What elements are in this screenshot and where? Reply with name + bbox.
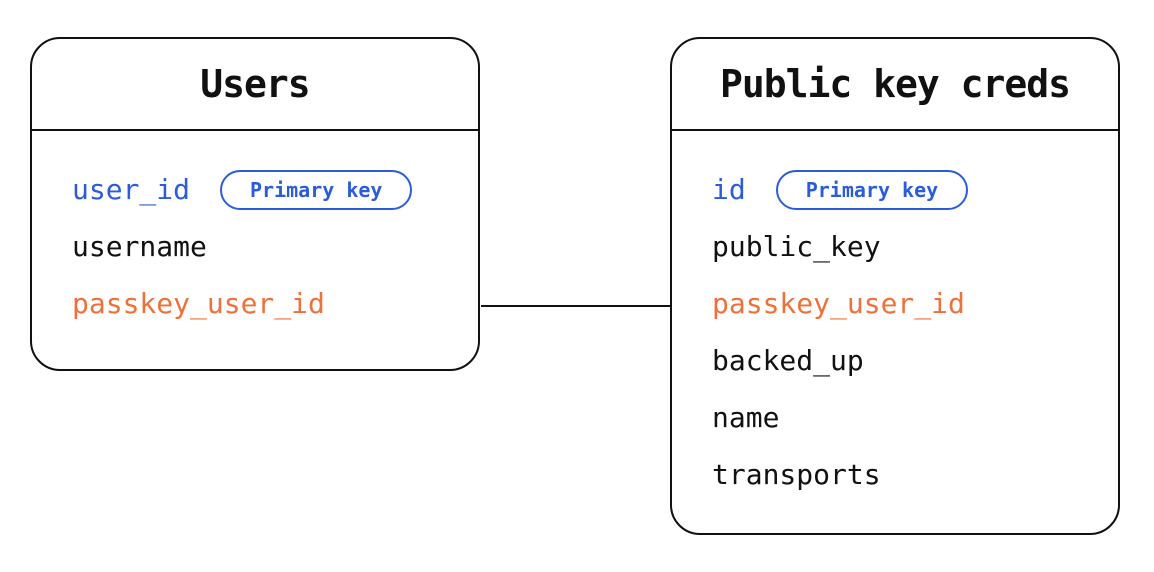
primary-key-badge: Primary key xyxy=(775,169,969,210)
table-row: id Primary key xyxy=(712,161,1118,218)
field-passkey-user-id: passkey_user_id xyxy=(72,287,325,320)
table-row: public_key xyxy=(712,218,1118,275)
field-name: name xyxy=(712,401,780,434)
table-header-users: Users xyxy=(32,39,478,131)
field-username: username xyxy=(72,230,207,263)
table-row: name xyxy=(712,389,1118,446)
table-row: user_id Primary key xyxy=(72,161,478,218)
table-header-public-key-creds: Public key creds xyxy=(672,39,1118,131)
relationship-line xyxy=(481,305,671,307)
table-node-users: Users user_id Primary key username passk… xyxy=(30,37,480,371)
table-fields-users: user_id Primary key username passkey_use… xyxy=(32,131,478,332)
primary-key-badge: Primary key xyxy=(220,169,413,210)
field-transports: transports xyxy=(712,458,881,491)
table-row: backed_up xyxy=(712,332,1118,389)
table-row: passkey_user_id xyxy=(712,275,1118,332)
table-row: passkey_user_id xyxy=(72,275,478,332)
field-id: id xyxy=(712,173,746,206)
table-title-public-key-creds: Public key creds xyxy=(719,62,1071,106)
table-node-public-key-creds: Public key creds id Primary key public_k… xyxy=(670,37,1120,535)
table-row: username xyxy=(72,218,478,275)
field-user-id: user_id xyxy=(72,173,191,206)
field-public-key: public_key xyxy=(712,230,881,263)
table-fields-public-key-creds: id Primary key public_key passkey_user_i… xyxy=(672,131,1118,503)
table-row: transports xyxy=(712,446,1118,503)
field-passkey-user-id: passkey_user_id xyxy=(712,287,965,320)
field-backed-up: backed_up xyxy=(712,344,864,377)
table-title-users: Users xyxy=(200,62,310,106)
